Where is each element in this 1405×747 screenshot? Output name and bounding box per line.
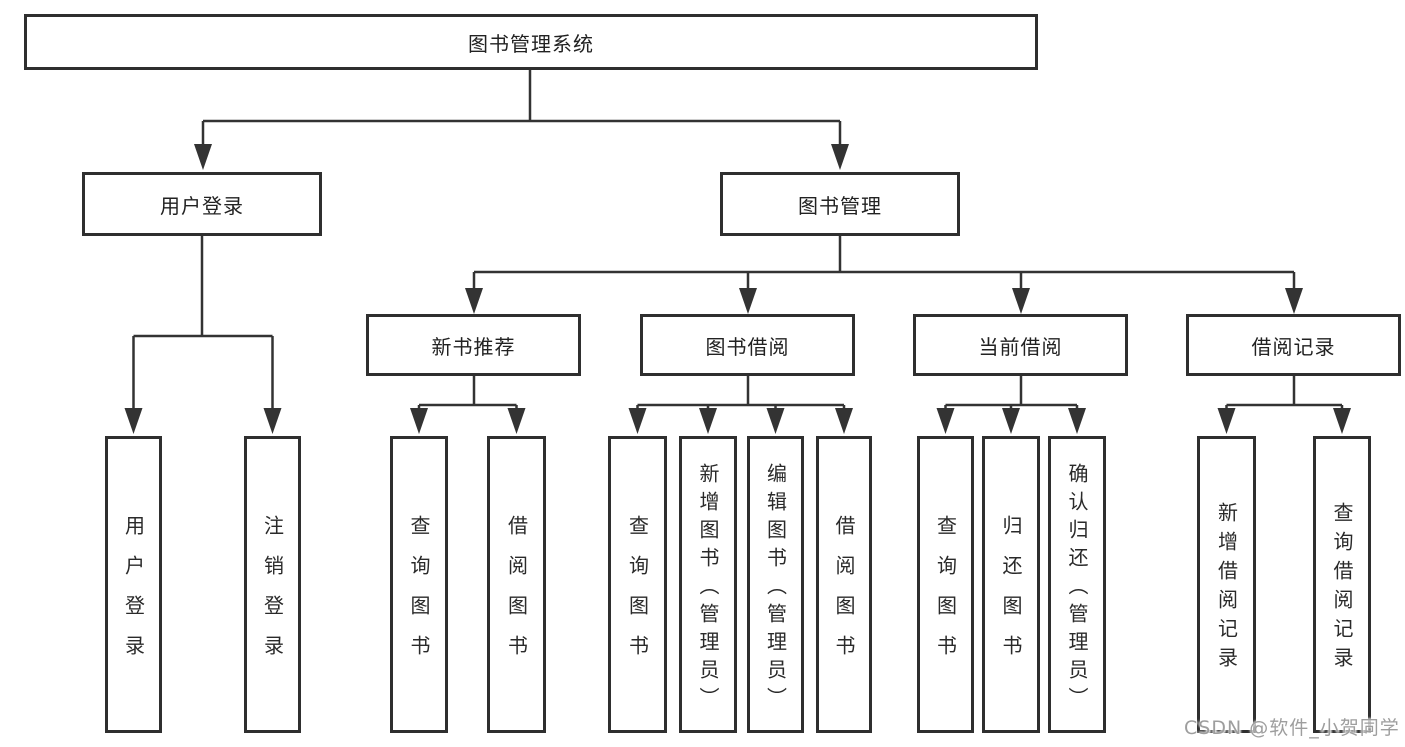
node-leaf-logout-login-label: 注销登录 <box>260 514 285 675</box>
node-leaf-user-login-label: 用户登录 <box>121 514 146 675</box>
node-book-borrow: 图书借阅 <box>640 314 855 376</box>
node-leaf-borrow-edit: 编辑图书（管理员） <box>747 436 804 733</box>
node-leaf-records-query-label: 查询借阅记录 <box>1330 502 1354 676</box>
node-new-book-recommend-label: 新书推荐 <box>431 334 516 359</box>
csdn-watermark: CSDN @软件_小贺同学 <box>1184 717 1400 739</box>
node-borrow-records: 借阅记录 <box>1186 314 1401 376</box>
node-leaf-records-query: 查询借阅记录 <box>1313 436 1371 733</box>
node-leaf-newbook-borrow: 借阅图书 <box>487 436 546 733</box>
node-leaf-records-add-label: 新增借阅记录 <box>1214 502 1239 676</box>
node-leaf-borrow-add: 新增图书（管理员） <box>679 436 737 733</box>
node-book-borrow-label: 图书借阅 <box>705 334 790 359</box>
node-book-management: 图书管理 <box>720 172 960 236</box>
node-leaf-user-login: 用户登录 <box>105 436 162 733</box>
node-user-login: 用户登录 <box>82 172 322 236</box>
node-root-label: 图书管理系统 <box>468 31 594 56</box>
node-borrow-records-label: 借阅记录 <box>1251 334 1336 359</box>
node-leaf-logout-login: 注销登录 <box>244 436 301 733</box>
node-leaf-records-add: 新增借阅记录 <box>1197 436 1256 733</box>
node-new-book-recommend: 新书推荐 <box>366 314 581 376</box>
node-leaf-current-confirm: 确认归还（管理员） <box>1048 436 1106 733</box>
node-current-borrow-label: 当前借阅 <box>978 334 1063 359</box>
node-leaf-current-return: 归还图书 <box>982 436 1040 733</box>
node-leaf-newbook-borrow-label: 借阅图书 <box>504 514 529 675</box>
node-leaf-current-query: 查询图书 <box>917 436 974 733</box>
node-current-borrow: 当前借阅 <box>913 314 1128 376</box>
node-leaf-borrow-borrow-label: 借阅图书 <box>832 514 856 675</box>
node-leaf-newbook-query: 查询图书 <box>390 436 448 733</box>
node-leaf-current-confirm-label: 确认归还（管理员） <box>1065 462 1089 715</box>
node-leaf-current-query-label: 查询图书 <box>933 514 958 675</box>
node-leaf-borrow-add-label: 新增图书（管理员） <box>696 462 720 715</box>
node-leaf-borrow-query: 查询图书 <box>608 436 667 733</box>
node-leaf-borrow-borrow: 借阅图书 <box>816 436 872 733</box>
node-leaf-borrow-edit-label: 编辑图书（管理员） <box>763 462 788 715</box>
node-user-login-label: 用户登录 <box>160 193 244 218</box>
node-root: 图书管理系统 <box>24 14 1038 70</box>
node-leaf-newbook-query-label: 查询图书 <box>407 514 431 675</box>
node-leaf-current-return-label: 归还图书 <box>999 514 1023 675</box>
node-book-management-label: 图书管理 <box>798 193 882 218</box>
node-leaf-borrow-query-label: 查询图书 <box>625 514 650 675</box>
